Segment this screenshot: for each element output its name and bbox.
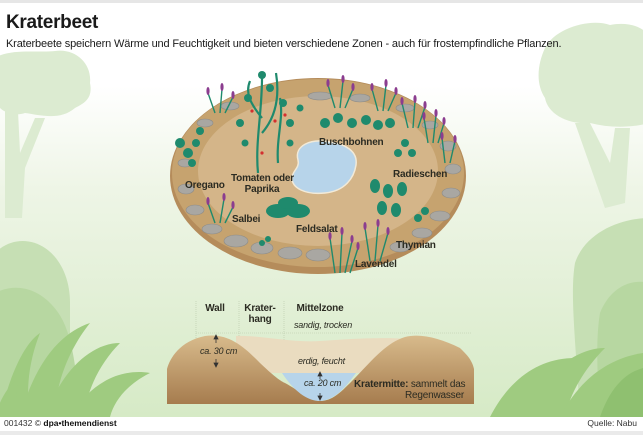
label-salbei: Salbei [232, 214, 261, 225]
flower-icons [206, 75, 457, 250]
label-buschbohnen: Buschbohnen [319, 137, 384, 148]
label-thymian: Thymian [396, 240, 436, 251]
footer: 001432 © dpa•themendienst Quelle: Nabu [0, 417, 643, 431]
illustration-canvas: Kraterbeet Kraterbeete speichern Wärme u… [0, 3, 643, 417]
label-feldsalat: Feldsalat [296, 224, 338, 235]
measure-arrows [213, 334, 323, 401]
plant-icons [175, 71, 456, 274]
zone-kraterhang-line1: Krater- [244, 303, 276, 314]
measure-wall: ca. 30 cm [200, 346, 238, 356]
zone-mittelzone-note: sandig, trocken [294, 320, 353, 330]
label-radieschen: Radieschen [393, 169, 448, 180]
zone-mittelzone-label: Mittelzone [296, 303, 344, 314]
label-oregano: Oregano [185, 180, 225, 191]
page-title: Kraterbeet [6, 12, 99, 33]
kratermitte-label-line2: Regenwasser [405, 390, 464, 401]
herb-plant-icon [259, 139, 429, 246]
grass-right-icon [490, 348, 643, 417]
zone-kraterhang-line2: hang [248, 314, 272, 325]
radish-plant-icon [370, 179, 407, 217]
tomato-fruit [250, 109, 287, 155]
crater-bed-top-view [170, 71, 466, 274]
kratermitte-bold: Kratermitte: [354, 379, 409, 390]
label-tomaten-line2: Paprika [244, 184, 280, 195]
oregano-plant-icon [175, 127, 204, 167]
inner-note: erdig, feucht [298, 356, 345, 366]
grass-left-icon [0, 323, 150, 417]
zone-wall-label: Wall [205, 303, 225, 314]
tomato-leaves [236, 71, 304, 147]
label-tomaten: Tomaten oder Paprika [231, 173, 294, 195]
source-credit: Quelle: Nabu [587, 418, 637, 428]
kratermitte-text: sammelt das [410, 379, 466, 390]
zone-kraterhang-label: Krater- hang [240, 303, 280, 325]
label-lavendel: Lavendel [355, 259, 397, 270]
pond [291, 140, 357, 195]
stone-ring [177, 91, 462, 262]
label-tomaten-line1: Tomaten oder [231, 173, 294, 184]
bottom-border [0, 431, 643, 435]
bush-bean-plant-icon [320, 113, 395, 130]
tree-right-icon [538, 22, 643, 208]
kratermitte-label: Kratermitte: sammelt das [354, 379, 466, 390]
agency-name: dpa•themendienst [43, 418, 117, 428]
lambs-lettuce-plant-icon [266, 197, 310, 218]
tomato-plant-icon [246, 72, 283, 174]
cross-section-diagram [167, 301, 474, 404]
background-scenery [0, 22, 643, 417]
tree-left-icon [0, 50, 91, 218]
page-subtitle: Kraterbeete speichern Wärme und Feuchtig… [6, 38, 562, 50]
measure-center: ca. 20 cm [304, 378, 342, 388]
footer-credit: 001432 © dpa•themendienst [4, 418, 117, 428]
lavender-plant-icon [207, 80, 456, 274]
copyright-icon: © [34, 418, 42, 428]
graphic-id: 001432 [4, 418, 33, 428]
top-border [0, 0, 643, 3]
